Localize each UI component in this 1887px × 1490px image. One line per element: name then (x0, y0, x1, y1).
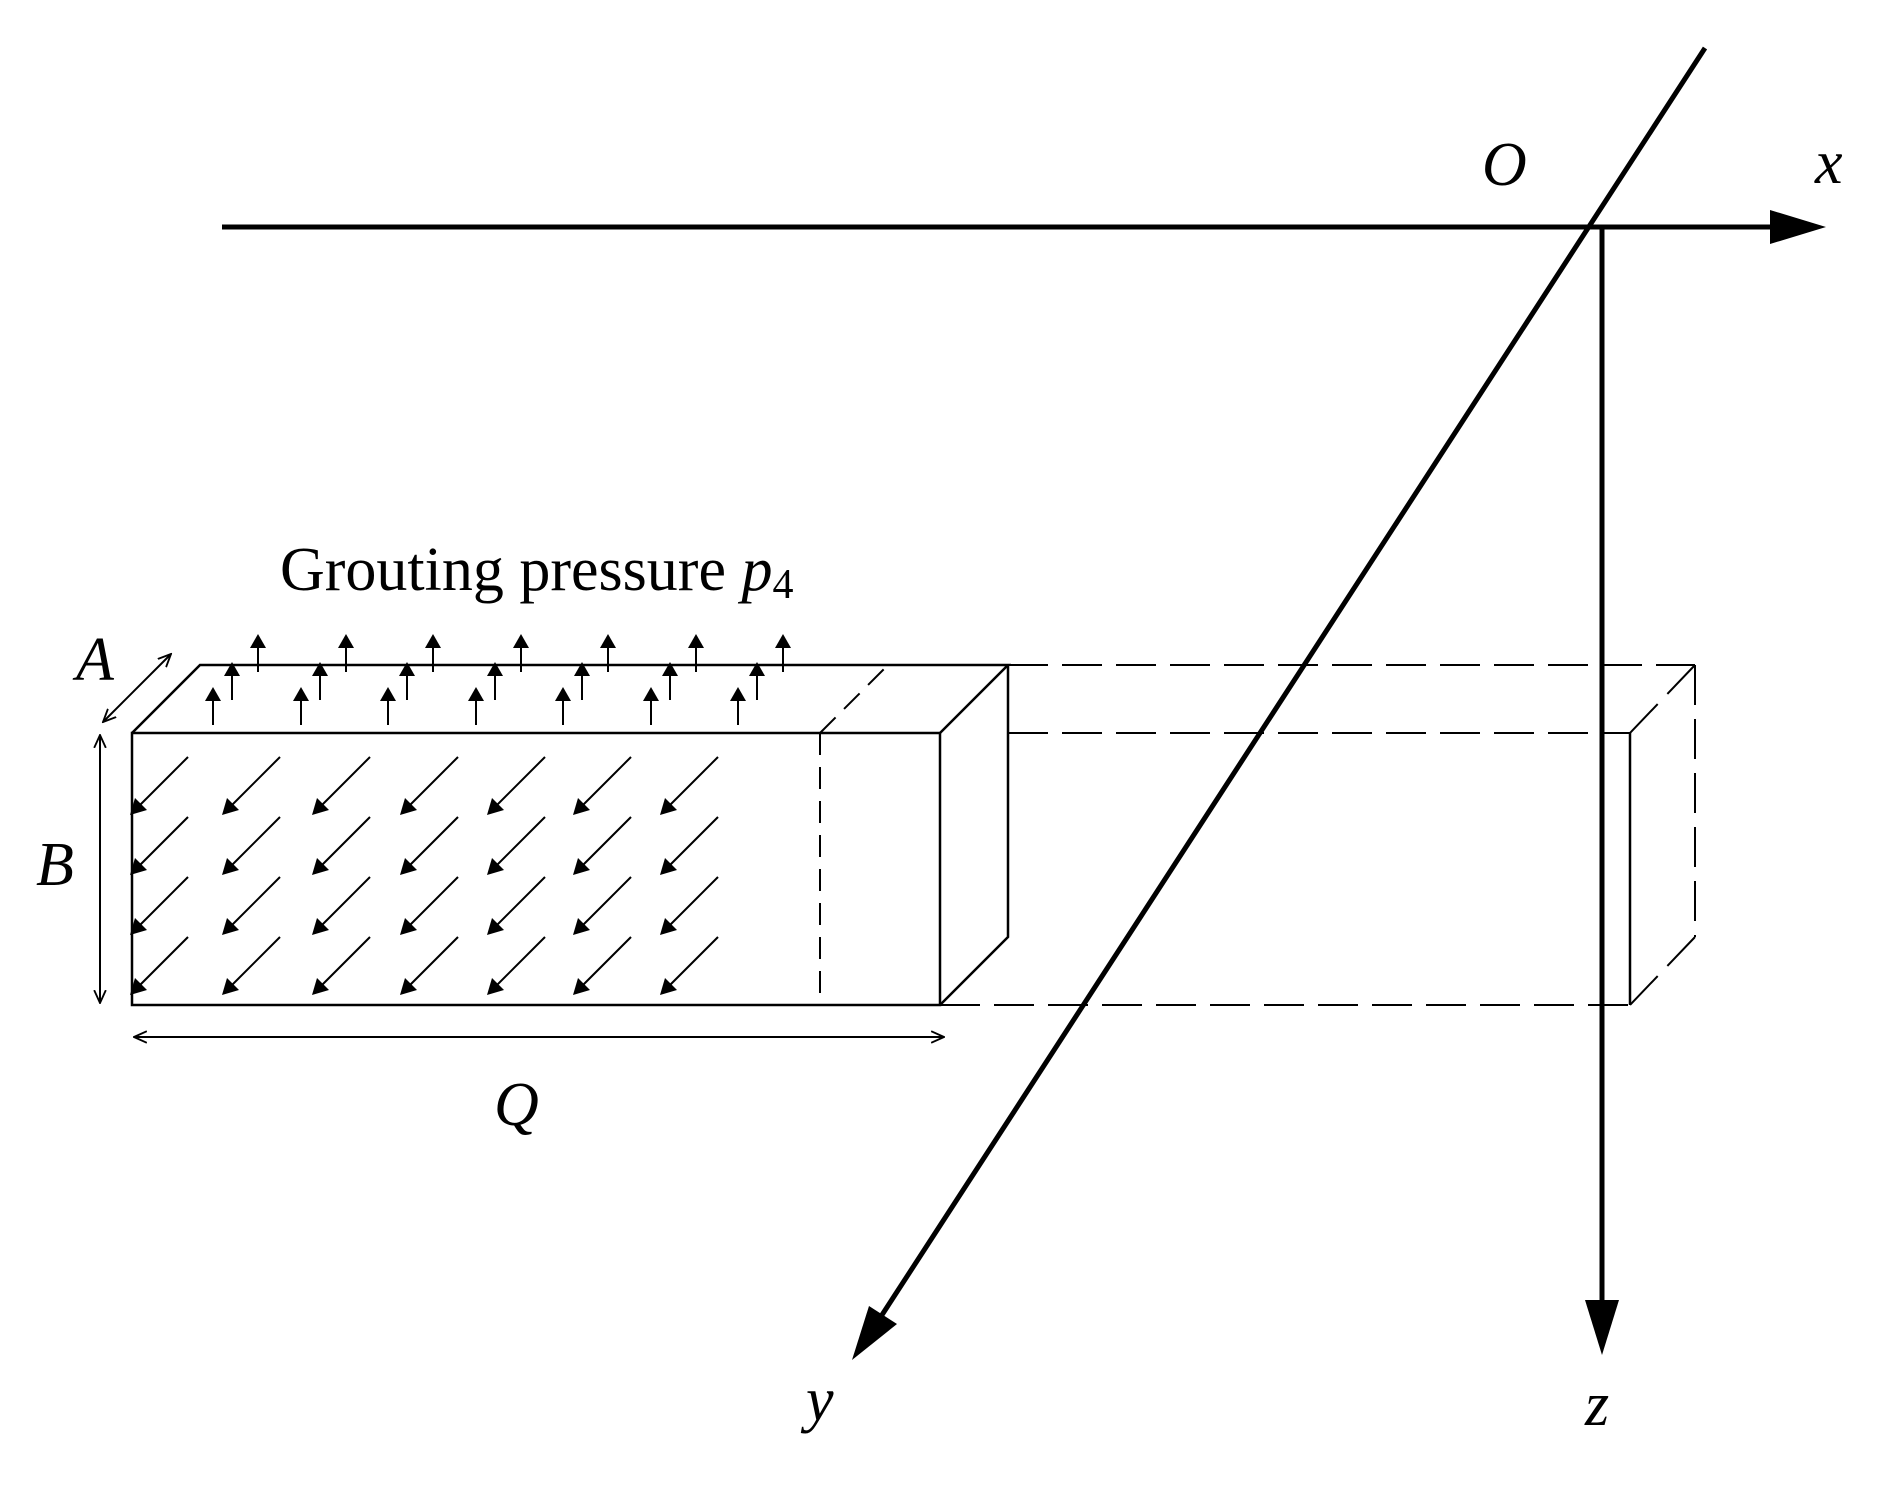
diagonal-pressure-arrow (130, 756, 189, 815)
z-axis-label: z (1584, 1371, 1609, 1439)
up-pressure-arrow (425, 634, 441, 672)
y-axis (877, 46, 1708, 1320)
up-pressure-arrow (250, 634, 266, 672)
up-pressure-arrow (600, 634, 616, 672)
diagonal-pressure-arrow (487, 756, 546, 815)
diagonal-pressure-arrow (130, 816, 189, 875)
diagonal-pressure-arrow (222, 876, 281, 935)
diagonal-pressure-arrow (400, 756, 459, 815)
diagonal-pressure-arrow (222, 816, 281, 875)
diagonal-pressure-arrow (660, 876, 719, 935)
up-pressure-arrow (380, 687, 396, 725)
up-pressure-arrow (643, 687, 659, 725)
block-partition (819, 664, 889, 1005)
up-pressure-arrow (293, 687, 309, 725)
diagonal-pressure-arrow (312, 876, 371, 935)
diagonal-pressure-arrow (660, 936, 719, 995)
diagonal-pressure-arrow (487, 876, 546, 935)
z-axis-arrowhead (1585, 1300, 1619, 1355)
dim-b-label: B (36, 831, 74, 899)
up-pressure-arrow (513, 634, 529, 672)
up-pressure-arrow (399, 662, 415, 700)
diagonal-pressure-arrow (312, 816, 371, 875)
up-pressure-arrow (775, 634, 791, 672)
front-face-pressure-arrows (130, 756, 719, 995)
block-extension (940, 664, 1696, 1006)
up-pressure-arrow (205, 687, 221, 725)
caption-variable: p (737, 536, 772, 604)
up-pressure-arrow (749, 662, 765, 700)
diagonal-pressure-arrow (400, 876, 459, 935)
diagonal-pressure-arrow (660, 816, 719, 875)
caption-subscript: 4 (772, 562, 793, 608)
up-pressure-arrow (688, 634, 704, 672)
diagonal-pressure-arrow (487, 816, 546, 875)
diagonal-pressure-arrow (222, 936, 281, 995)
up-pressure-arrow (338, 634, 354, 672)
dim-a-line (103, 654, 171, 722)
x-axis-arrowhead (1770, 210, 1826, 244)
caption-text: Grouting pressure (280, 536, 741, 604)
x-axis-label: x (1814, 129, 1843, 197)
diagonal-pressure-arrow (130, 936, 189, 995)
diagonal-pressure-arrow (312, 756, 371, 815)
dim-a-label: A (72, 626, 115, 694)
up-pressure-arrow (730, 687, 746, 725)
up-pressure-arrow (312, 662, 328, 700)
up-pressure-arrow (574, 662, 590, 700)
block-right-face (939, 665, 1010, 1006)
diagonal-pressure-arrow (400, 936, 459, 995)
y-axis-arrowhead (852, 1306, 897, 1360)
origin-label: O (1482, 131, 1527, 199)
diagonal-pressure-arrow (573, 756, 632, 815)
diagonal-pressure-arrow (573, 936, 632, 995)
diagonal-pressure-arrow (573, 816, 632, 875)
up-pressure-arrow (468, 687, 484, 725)
grouting-pressure-caption: Grouting pressure p4 (280, 536, 793, 608)
up-pressure-arrow (487, 662, 503, 700)
diagonal-pressure-arrow (222, 756, 281, 815)
diagonal-pressure-arrow (130, 876, 189, 935)
dimension-lines (100, 654, 944, 1037)
diagonal-pressure-arrow (400, 816, 459, 875)
coordinate-axes: O x y z (222, 46, 1843, 1439)
diagonal-pressure-arrow (312, 936, 371, 995)
top-pressure-arrows (205, 634, 791, 725)
up-pressure-arrow (662, 662, 678, 700)
diagonal-pressure-arrow (487, 936, 546, 995)
up-pressure-arrow (555, 687, 571, 725)
up-pressure-arrow (224, 662, 240, 700)
y-axis-label: y (800, 1366, 834, 1434)
diagonal-pressure-arrow (573, 876, 632, 935)
diagonal-pressure-arrow (660, 756, 719, 815)
dim-q-label: Q (494, 1071, 539, 1139)
